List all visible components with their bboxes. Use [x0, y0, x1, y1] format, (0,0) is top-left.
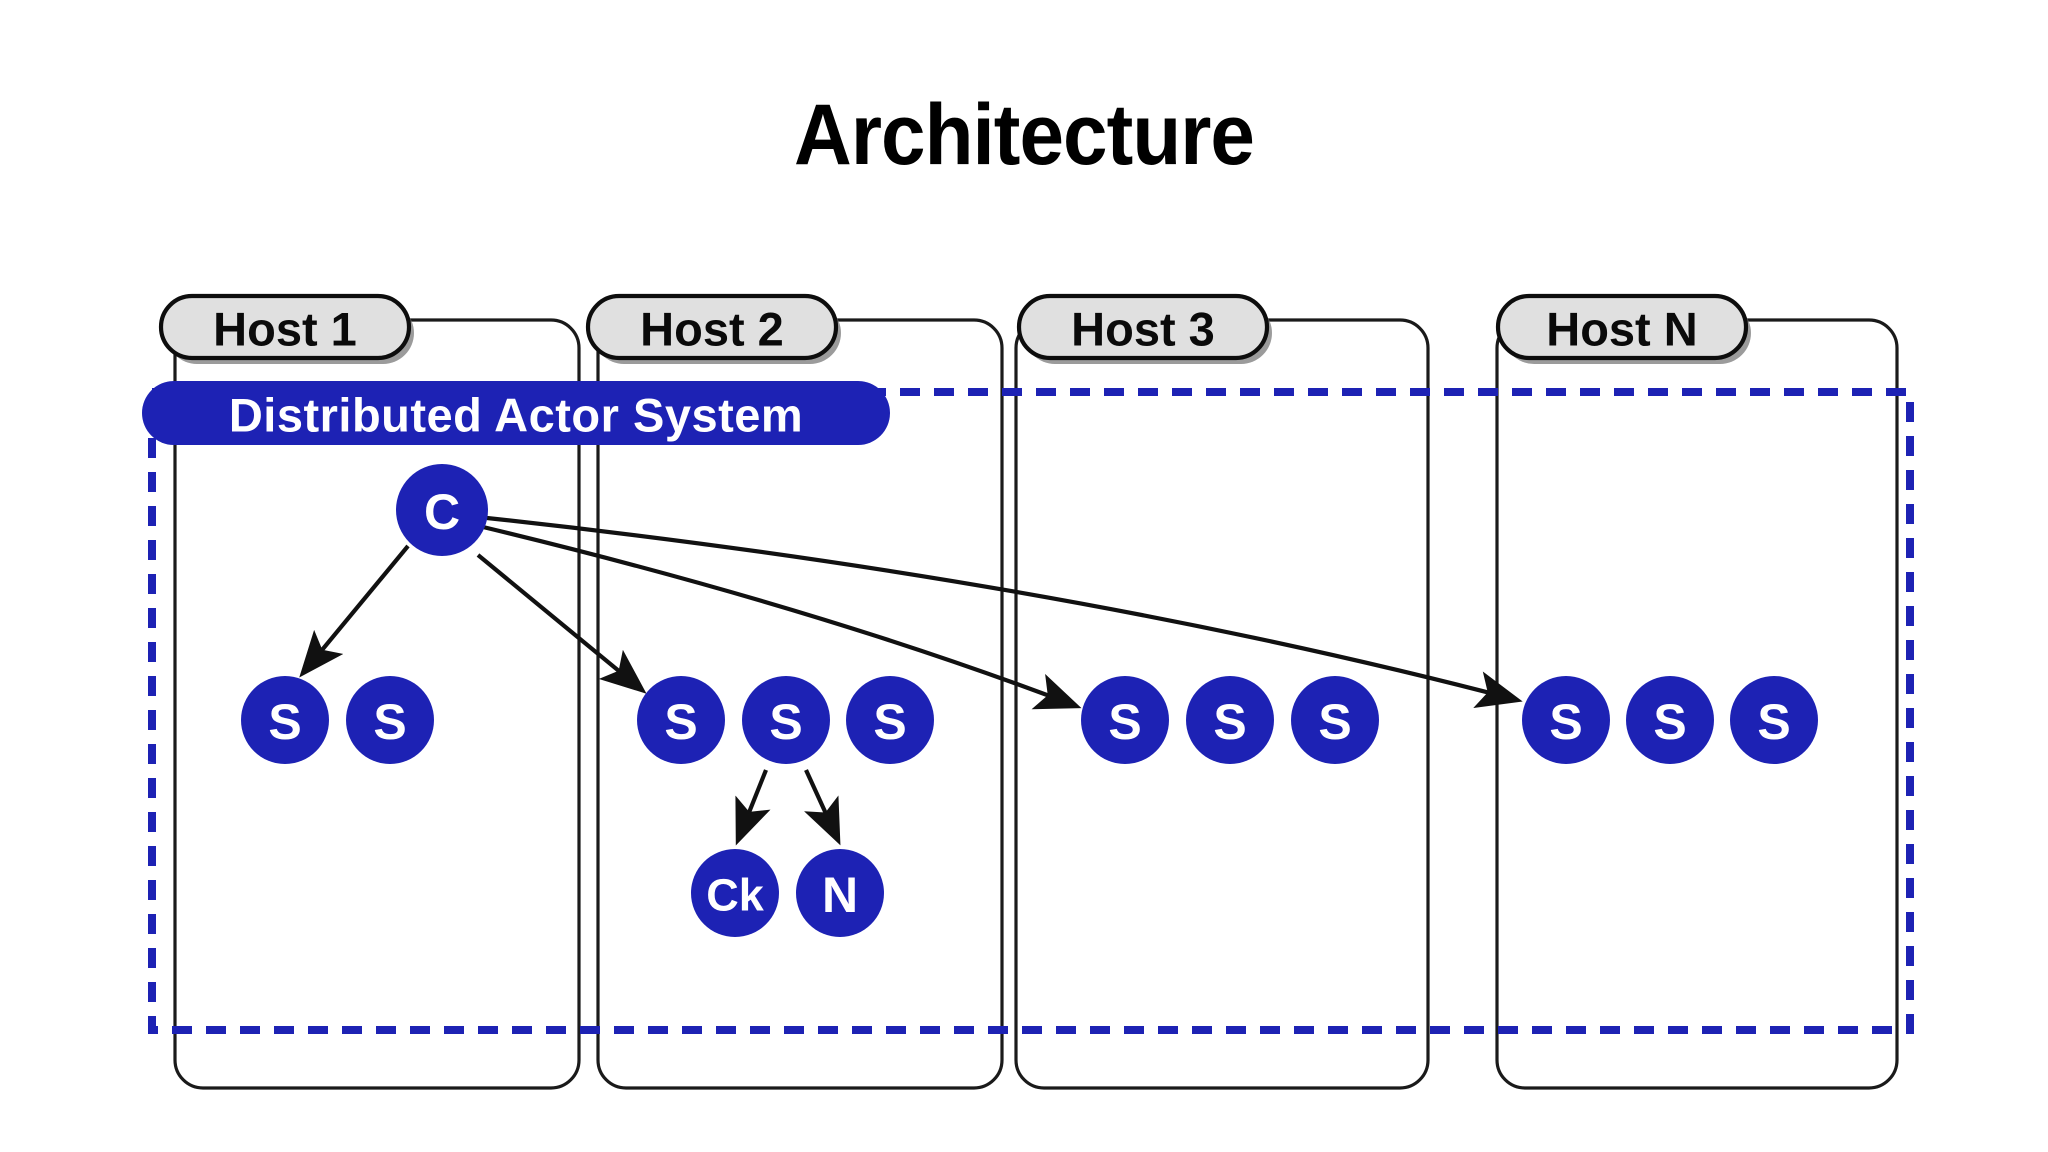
das-banner-body [142, 381, 890, 445]
node-circle [1626, 676, 1714, 764]
actor-node-hostN-server-3[interactable]: S [1730, 676, 1818, 764]
node-label: S [873, 694, 906, 750]
distributed-actor-system-banner: Distributed Actor System [142, 381, 890, 445]
edge-c-to-host3-server1 [482, 524, 1082, 710]
node-label: N [822, 867, 858, 923]
node-circle [742, 676, 830, 764]
node-circle [346, 676, 434, 764]
host-pill-host2[interactable]: Host 2 [585, 293, 841, 364]
host-pill-body [158, 293, 412, 361]
host-pill-label: Host 2 [640, 303, 784, 356]
host-pill-host3[interactable]: Host 3 [1016, 293, 1272, 364]
node-circle [637, 676, 725, 764]
node-label: S [1653, 694, 1686, 750]
das-banner-label: Distributed Actor System [229, 389, 803, 442]
host-pill-host1[interactable]: Host 1 [158, 293, 414, 364]
host-pill-label: Host 3 [1071, 303, 1215, 356]
node-label: S [769, 694, 802, 750]
actor-node-host3-server-3[interactable]: S [1291, 676, 1379, 764]
actor-node-checkpoint[interactable]: Ck [691, 849, 779, 937]
host-pill-label: Host N [1546, 303, 1697, 356]
node-circle [796, 849, 884, 937]
actor-node-host3-server-2[interactable]: S [1186, 676, 1274, 764]
host-pill-body [1495, 293, 1749, 361]
actor-node-host1-server-1[interactable]: S [241, 676, 329, 764]
actor-node-network[interactable]: N [796, 849, 884, 937]
edge-c-to-host1-server1 [299, 544, 410, 678]
node-label: Ck [706, 870, 764, 921]
distributed-actor-system-boundary [148, 388, 1914, 1034]
actor-node-host1-server-2[interactable]: S [346, 676, 434, 764]
actor-node-hostN-server-1[interactable]: S [1522, 676, 1610, 764]
edge-c-to-host2-server1 [476, 553, 647, 694]
node-label: S [664, 694, 697, 750]
node-label: S [1549, 694, 1582, 750]
host-pill-body [1016, 293, 1270, 361]
actor-node-host2-server-2[interactable]: S [742, 676, 830, 764]
node-circle [1522, 676, 1610, 764]
node-circle [1291, 676, 1379, 764]
actor-node-host3-server-1[interactable]: S [1081, 676, 1169, 764]
node-circle [1730, 676, 1818, 764]
host-pill-label: Host 1 [213, 303, 357, 356]
node-circle [846, 676, 934, 764]
node-label: S [1318, 694, 1351, 750]
actor-node-hostN-server-2[interactable]: S [1626, 676, 1714, 764]
actor-node-host2-server-1[interactable]: S [637, 676, 725, 764]
edge-host2-server2-to-n [804, 769, 841, 846]
node-circle [241, 676, 329, 764]
node-label: S [1213, 694, 1246, 750]
node-label: S [1757, 694, 1790, 750]
node-circle [1186, 676, 1274, 764]
node-circle [691, 849, 779, 937]
node-label: S [1108, 694, 1141, 750]
edge-c-to-hostN-server1 [486, 515, 1523, 709]
actor-edges [299, 515, 1523, 846]
actor-node-client[interactable]: C [396, 464, 488, 556]
node-label: C [424, 484, 460, 540]
node-label: S [373, 694, 406, 750]
edge-host2-server2-to-ck [735, 769, 771, 846]
node-label: S [268, 694, 301, 750]
node-circle [1081, 676, 1169, 764]
page-title: Architecture [794, 87, 1255, 183]
actor-node-host2-server-3[interactable]: S [846, 676, 934, 764]
host-pill-hostN[interactable]: Host N [1495, 293, 1751, 364]
host-pill-body [585, 293, 839, 361]
node-circle [396, 464, 488, 556]
